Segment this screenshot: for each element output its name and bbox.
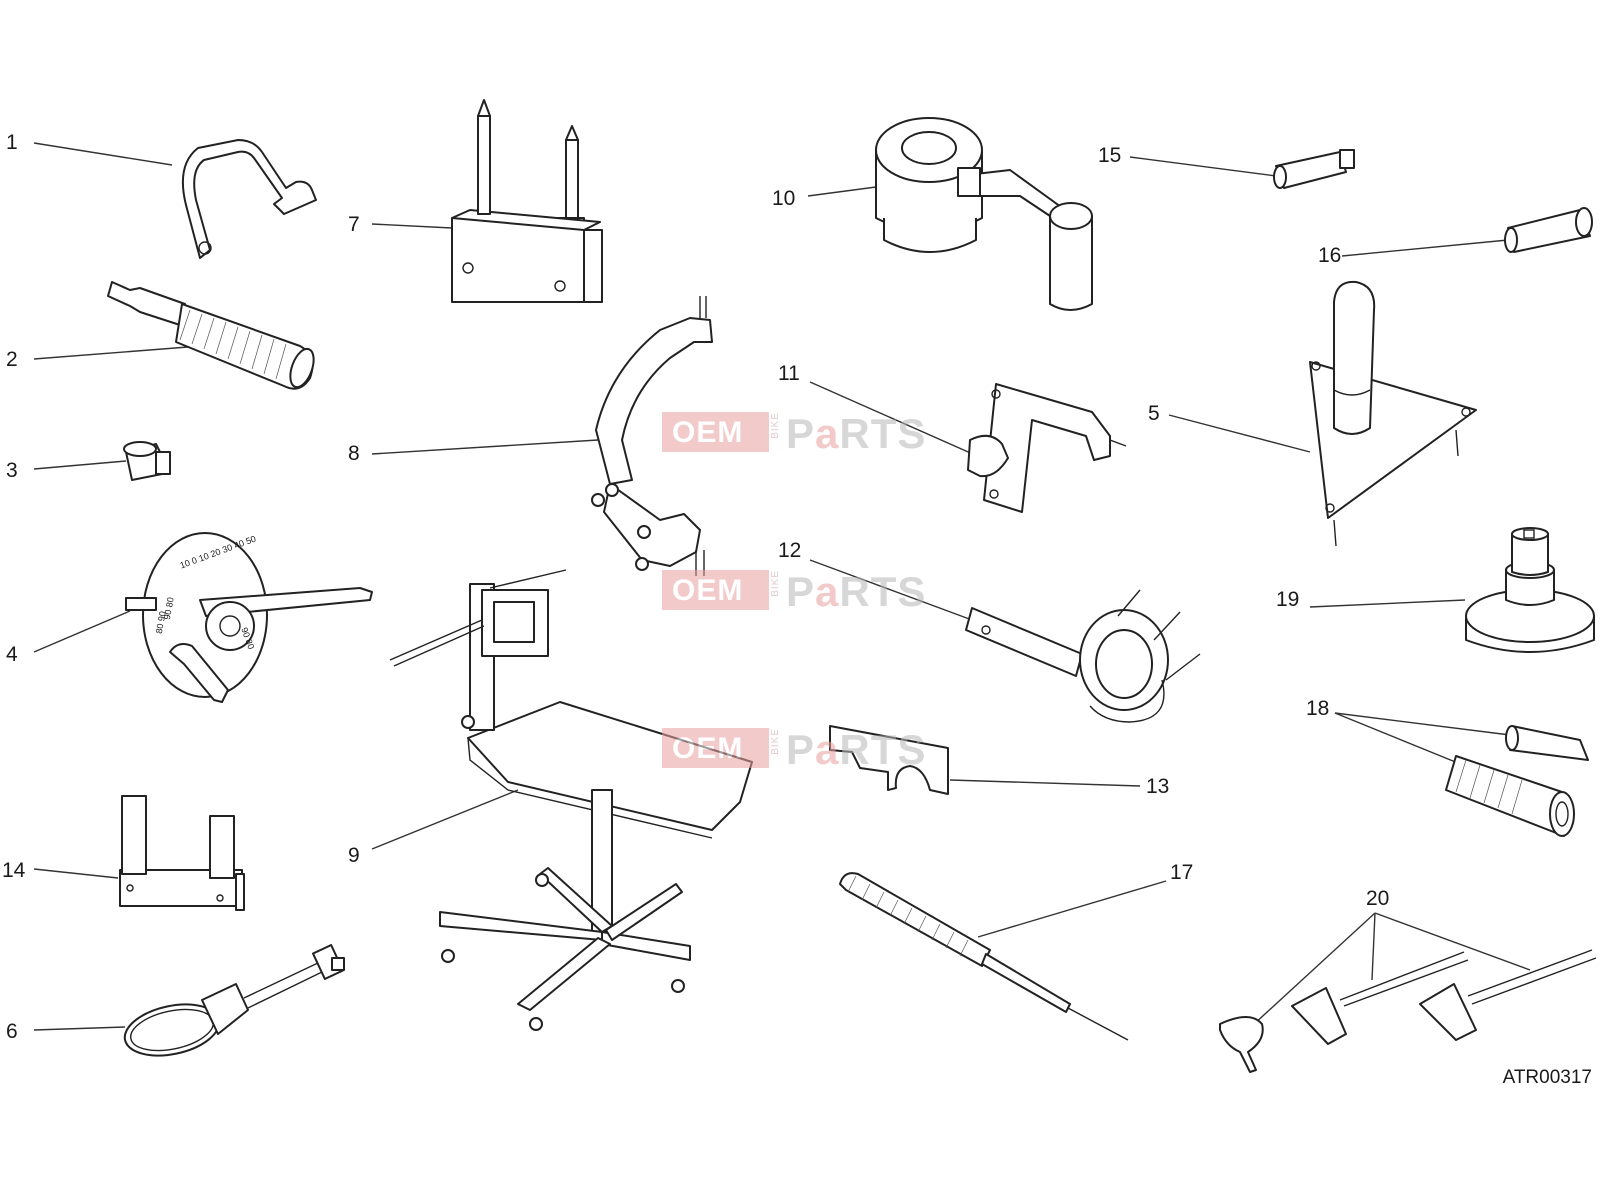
scale-mark: 0 — [190, 555, 199, 567]
watermark-1: OEM BIKE PaRTS — [662, 410, 942, 457]
wm-rts: RTS — [839, 726, 927, 773]
watermark-box — [662, 728, 769, 768]
wm-p: P — [786, 410, 816, 457]
watermark-bike: BIKE — [770, 570, 781, 597]
wm-a: a — [815, 568, 840, 615]
scale-mark: 80 — [153, 622, 166, 635]
wm-a: a — [815, 410, 840, 457]
scale-mark: 90 — [156, 610, 168, 623]
callout-4: 4 — [6, 643, 18, 666]
callout-5: 5 — [1148, 402, 1160, 425]
scale-mark: 80 — [164, 596, 176, 609]
callout-1: 1 — [6, 131, 18, 154]
callout-12: 12 — [778, 539, 802, 562]
tool-19-stepped-base — [1465, 527, 1595, 653]
tool-8-curved-bracket — [591, 296, 713, 576]
wm-rts: RTS — [839, 410, 927, 457]
tool-20-fork-tools — [1219, 949, 1597, 1073]
callout-10: 10 — [772, 187, 796, 210]
watermark-bike: BIKE — [770, 728, 781, 755]
wm-rts: RTS — [839, 568, 927, 615]
callout-14: 14 — [2, 859, 26, 882]
tool-18-pin-pair — [1445, 725, 1589, 837]
tool-10-flywheel-holder — [875, 117, 1093, 311]
tool-13-notched-plate — [829, 725, 949, 795]
watermark-oem: OEM — [672, 574, 744, 607]
watermark-box — [662, 412, 769, 452]
callout-7: 7 — [348, 213, 360, 236]
watermark-bike: BIKE — [770, 412, 781, 439]
watermark-parts: PaRTS — [786, 410, 926, 458]
tool-3-knurled-cap — [123, 441, 171, 481]
tool-16-knurled-pin — [1504, 207, 1593, 253]
callout-11: 11 — [778, 362, 800, 385]
watermark-parts: PaRTS — [786, 726, 926, 774]
tool-5-triangle-plate — [1309, 280, 1477, 547]
callout-9: 9 — [348, 844, 360, 867]
callout-16: 16 — [1318, 244, 1342, 267]
tool-15-knurled-pin — [1273, 149, 1355, 189]
callout-2: 2 — [6, 348, 18, 371]
tool-14-u-frame — [119, 795, 245, 911]
tool-1-crank-handle — [181, 139, 317, 259]
wm-p: P — [786, 568, 816, 615]
tool-9-engine-stand — [389, 569, 753, 1031]
callout-17: 17 — [1170, 861, 1194, 884]
watermark-oem: OEM — [672, 732, 744, 765]
watermark-2: OEM BIKE PaRTS — [662, 568, 942, 615]
tool-11-bracket-with-knob — [967, 383, 1127, 513]
callout-13: 13 — [1146, 775, 1170, 798]
tool-6-strap-wrench — [123, 944, 345, 1057]
leader-lines — [33, 142, 1531, 1031]
wm-p: P — [786, 726, 816, 773]
wm-a: a — [815, 726, 840, 773]
watermark-parts: PaRTS — [786, 568, 926, 616]
callout-3: 3 — [6, 459, 18, 482]
callout-20: 20 — [1366, 887, 1390, 910]
tool-4-degree-wheel — [125, 532, 373, 703]
callout-18: 18 — [1306, 697, 1330, 720]
callout-8: 8 — [348, 442, 360, 465]
tool-2-knurled-handle — [107, 281, 315, 390]
reference-code: ATR00317 — [1502, 1067, 1592, 1088]
callout-19: 19 — [1276, 588, 1300, 611]
callout-6: 6 — [6, 1020, 18, 1043]
tool-12-ring-gauge — [965, 589, 1201, 723]
watermark-oem: OEM — [672, 416, 744, 449]
tool-7-pin-gauge — [451, 99, 603, 303]
watermark-3: OEM BIKE PaRTS — [662, 726, 942, 773]
watermark-box — [662, 570, 769, 610]
tool-17-knurled-rod — [839, 872, 1129, 1041]
callout-15: 15 — [1098, 144, 1122, 167]
